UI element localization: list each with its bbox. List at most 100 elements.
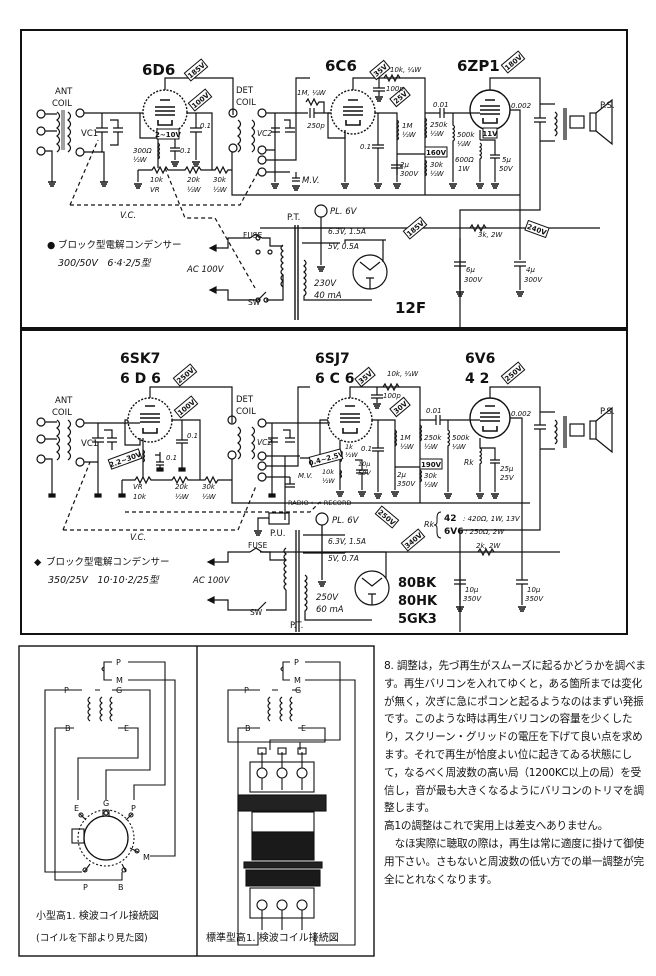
coil-diagram-frames	[18, 645, 375, 957]
coil-small-terminal-labels: P M P G B E E G P M P B	[64, 658, 150, 892]
tube-labels-1: 6D6 6C6 6ZP1 12F	[142, 57, 500, 317]
svg-text:VC2: VC2	[257, 129, 272, 138]
svg-text:M.V.: M.V.	[302, 176, 320, 186]
svg-text:P.T.: P.T.	[287, 213, 300, 223]
svg-text:B: B	[118, 883, 124, 892]
capacitor-note-1: ● ブロック型電解コンデンサー 300/50V 6·4·2/5型	[47, 239, 182, 269]
svg-text:ANT: ANT	[55, 87, 73, 97]
svg-text:½W: ½W	[202, 493, 217, 501]
svg-text:20k: 20k	[187, 176, 201, 184]
svg-text:½W: ½W	[430, 130, 445, 138]
svg-text:40 mA: 40 mA	[314, 291, 342, 301]
tube-6d6-label: 6D6	[142, 61, 175, 79]
svg-text:COIL: COIL	[236, 98, 256, 108]
svg-text:300V: 300V	[464, 276, 483, 284]
ant-terminal-3	[36, 146, 46, 156]
svg-text:½W: ½W	[187, 186, 202, 194]
svg-text:4μ: 4μ	[526, 266, 535, 274]
svg-text:1k: 1k	[345, 443, 353, 451]
svg-text:FUSE: FUSE	[243, 231, 263, 240]
article-paragraph: 高1の調整はこれで実用上は差支へありません。	[384, 820, 609, 833]
svg-text:2μ: 2μ	[397, 471, 406, 479]
svg-text:M: M	[294, 676, 301, 685]
svg-text:E: E	[301, 724, 306, 733]
svg-text:VC1: VC1	[81, 129, 98, 139]
svg-text:P.U.: P.U.	[270, 529, 285, 539]
svg-text:42: 42	[444, 514, 457, 524]
svg-text:P: P	[294, 658, 299, 667]
svg-text:½W: ½W	[402, 131, 417, 139]
svg-text:300/50V 6·4·2/5型: 300/50V 6·4·2/5型	[58, 258, 152, 269]
svg-text:½W: ½W	[400, 443, 415, 451]
svg-text:350V: 350V	[525, 595, 544, 603]
svg-text:300V: 300V	[400, 170, 419, 178]
svg-text:2~10V: 2~10V	[155, 131, 181, 139]
svg-text:1M: 1M	[402, 122, 413, 130]
svg-text:0.1: 0.1	[361, 445, 372, 453]
svg-text:25μ: 25μ	[500, 465, 514, 473]
svg-text:½W: ½W	[424, 443, 439, 451]
svg-text:2k, 2W: 2k, 2W	[476, 542, 501, 550]
article-text: 8. 調整は，先づ再生がスムーズに起るかどうかを調べます。再生バリコンを入れてゆ…	[384, 658, 646, 889]
svg-text:P: P	[116, 658, 121, 667]
coil-diagram-standard	[227, 661, 356, 946]
svg-text:VR: VR	[133, 483, 143, 491]
tube-12f-label: 12F	[395, 299, 426, 317]
svg-text:SW: SW	[248, 298, 261, 307]
svg-text:5μ: 5μ	[502, 156, 511, 164]
coil-standard-caption: 標準型高1. 検波コイル接続図	[206, 931, 339, 944]
svg-text:P: P	[83, 883, 88, 892]
svg-text:11V: 11V	[482, 130, 498, 138]
svg-text:PL. 6V: PL. 6V	[330, 207, 358, 217]
svg-text:5V, 0.7A: 5V, 0.7A	[328, 554, 359, 563]
tube-6zp1-label: 6ZP1	[457, 57, 500, 75]
svg-text:B: B	[245, 724, 251, 733]
component-labels-1: ANT COIL DET COIL VC1 VC2 V.C. M.V. P.S.…	[52, 66, 615, 307]
svg-text:●: ●	[47, 240, 55, 251]
svg-text:6SJ7: 6SJ7	[315, 351, 350, 367]
svg-text:G: G	[116, 686, 122, 695]
svg-text:½W: ½W	[424, 481, 439, 489]
svg-text:3k, 2W: 3k, 2W	[478, 231, 503, 239]
article-paragraph: なほ実際に聴取の際は，再生は常に適度に掛けて御使用下さい。さもないと周波数の低い…	[384, 837, 645, 886]
capacitor-note-2: ◆ ブロック型電解コンデンサー 350/25V 10·10·2/25型	[34, 556, 170, 586]
ant-terminal-1	[36, 109, 46, 119]
svg-text:0.1: 0.1	[166, 454, 177, 462]
coil-diagram-small	[44, 661, 176, 881]
svg-text:4 2: 4 2	[465, 371, 489, 387]
svg-text:P.T.: P.T.	[290, 621, 303, 631]
svg-text:AC 100V: AC 100V	[192, 576, 231, 586]
svg-text:60 mA: 60 mA	[316, 605, 344, 615]
svg-text:6V6: 6V6	[444, 527, 464, 537]
svg-text:Rk: Rk	[424, 520, 435, 529]
coil-small-caption: 小型高1. 検波コイル接続図	[36, 909, 159, 922]
svg-text:AC 100V: AC 100V	[186, 265, 225, 275]
svg-text:350V: 350V	[397, 480, 416, 488]
schematic-2	[36, 382, 613, 632]
svg-text:½W: ½W	[322, 477, 335, 485]
tube-labels-2: 6SK7 6 D 6 6SJ7 6 C 6 6V6 4 2 80BK 80HK …	[120, 351, 495, 627]
svg-text:25V: 25V	[500, 474, 515, 482]
svg-text:PL. 6V: PL. 6V	[332, 516, 360, 526]
svg-text:FUSE: FUSE	[248, 541, 268, 550]
svg-text:10k: 10k	[322, 468, 334, 476]
svg-text:350V: 350V	[463, 595, 482, 603]
svg-text:◆: ◆	[34, 557, 42, 568]
svg-text:230V: 230V	[314, 279, 337, 289]
svg-text:30k: 30k	[202, 483, 216, 491]
schematic-1-frame	[20, 29, 628, 329]
svg-text:10k: 10k	[150, 176, 164, 184]
schematic-2-frame	[20, 329, 628, 635]
svg-text:M: M	[143, 853, 150, 862]
svg-text:1W: 1W	[458, 165, 470, 173]
svg-text:10k, ¼W: 10k, ¼W	[390, 66, 422, 74]
svg-text:ANT: ANT	[55, 396, 73, 406]
svg-text:0.1: 0.1	[180, 147, 191, 155]
svg-text:V.C.: V.C.	[120, 211, 136, 221]
svg-text:: 420Ω, 1W, 13V: : 420Ω, 1W, 13V	[463, 515, 521, 523]
svg-text:600Ω: 600Ω	[455, 156, 474, 164]
svg-text:100p: 100p	[386, 85, 404, 93]
svg-text:1M: 1M	[400, 434, 411, 442]
svg-text:0.002: 0.002	[511, 102, 532, 110]
